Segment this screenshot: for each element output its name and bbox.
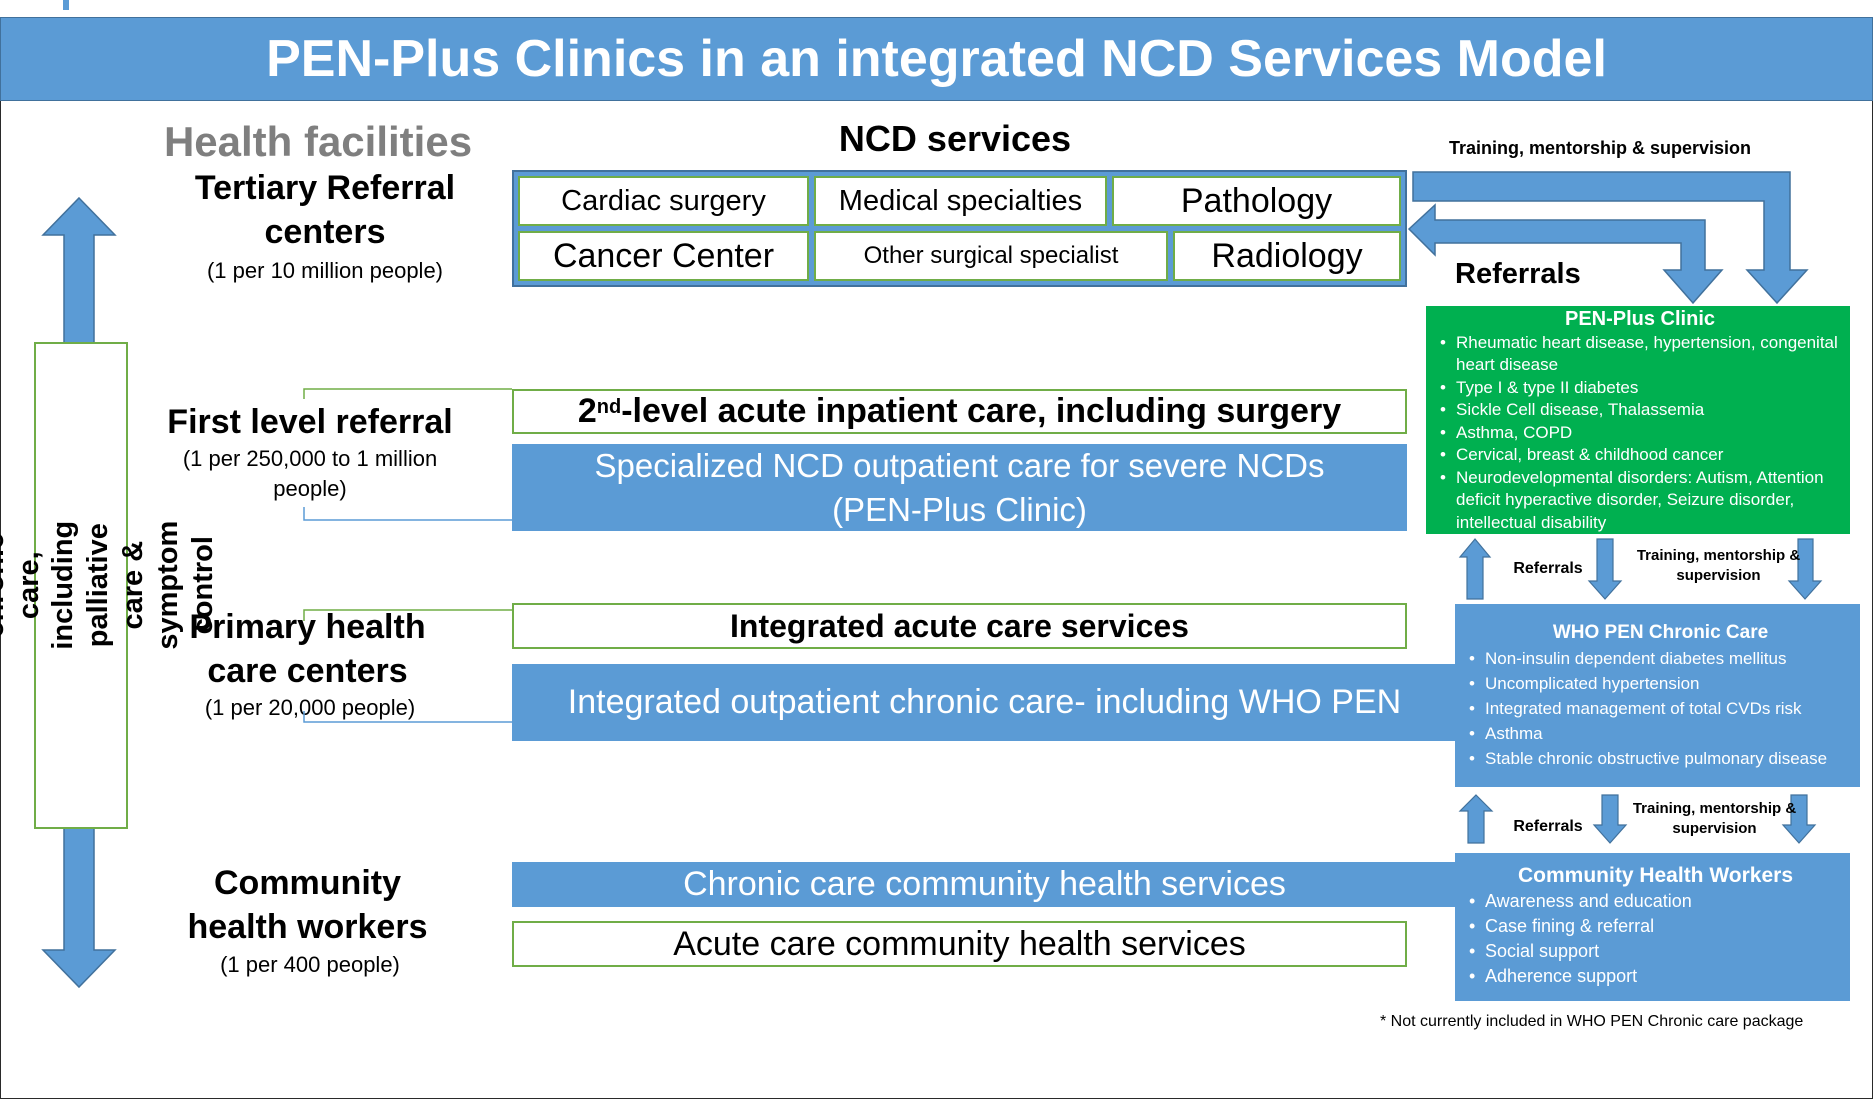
referrals-connector-lower: Referrals xyxy=(1513,818,1583,835)
level-ratio-first-referral: (1 per 250,000 to 1 million people) xyxy=(182,446,438,501)
pen-plus-item: Neurodevelopmental disorders: Autism, At… xyxy=(1440,467,1840,535)
integrated-outpatient-chronic-care: Integrated outpatient chronic care- incl… xyxy=(512,664,1457,741)
chw-title: Community Health Workers xyxy=(1518,864,1793,887)
referrals-connector-upper: Referrals xyxy=(1513,560,1583,577)
chw-item: Awareness and education xyxy=(1469,889,1842,914)
chw-item: Social support xyxy=(1469,939,1842,964)
level-name-tertiary: Tertiary Referral centers xyxy=(194,169,456,252)
community-health-workers-box: Community Health Workers Awareness and e… xyxy=(1455,853,1850,1001)
level-name-first-referral: First level referral xyxy=(167,403,453,441)
acute-care-superscript: nd xyxy=(596,396,622,418)
connector-arrows-lower xyxy=(1458,794,1817,844)
acute-care-text: -level acute inpatient care, including s… xyxy=(621,392,1342,430)
service-other-surgical: Other surgical specialist xyxy=(814,231,1168,281)
level-ratio-tertiary: (1 per 10 million people) xyxy=(206,258,444,283)
top-bent-arrows xyxy=(1407,171,1809,305)
side-label-box: Integrated chronic care, including palli… xyxy=(0,342,218,829)
who-pen-title: WHO PEN Chronic Care xyxy=(1552,622,1769,643)
specialized-ncd-outpatient: Specialized NCD outpatient care for seve… xyxy=(512,444,1407,531)
pen-plus-item: Cervical, breast & childhood cancer xyxy=(1440,444,1840,467)
training-connector-upper: Training, mentorship & supervision xyxy=(1636,547,1801,584)
who-pen-item: Uncomplicated hypertension xyxy=(1469,671,1852,696)
top-edge-mark xyxy=(63,0,69,10)
training-connector-lower: Training, mentorship & supervision xyxy=(1632,800,1797,837)
health-facilities-header: Health facilities xyxy=(163,118,473,165)
service-cancer-center: Cancer Center xyxy=(518,231,809,281)
level-ratio-community: (1 per 400 people) xyxy=(220,952,400,977)
integrated-acute-care: Integrated acute care services xyxy=(512,603,1407,649)
level-name-primary: Primary health care centers xyxy=(189,608,426,691)
pen-plus-item: Type I & type II diabetes xyxy=(1440,377,1840,400)
pen-plus-item: Sickle Cell disease, Thalassemia xyxy=(1440,399,1840,422)
acute-care-prefix: 2 xyxy=(577,392,597,430)
pen-plus-title: PEN-Plus Clinic xyxy=(1564,308,1716,330)
who-pen-item: Non-insulin dependent diabetes mellitus xyxy=(1469,646,1852,671)
level-brackets xyxy=(303,388,512,723)
acute-care-community-services: Acute care community health services xyxy=(512,921,1407,967)
pen-plus-item: Rheumatic heart disease, hypertension, c… xyxy=(1440,332,1840,377)
footnote: * Not currently included in WHO PEN Chro… xyxy=(1380,1013,1804,1030)
pen-plus-item: Asthma, COPD xyxy=(1440,422,1840,445)
ncd-services-header: NCD services xyxy=(838,118,1072,159)
level-name-community: Community health workers xyxy=(187,864,428,947)
outpatient-line-2: (PEN-Plus Clinic) xyxy=(832,491,1087,528)
service-pathology: Pathology xyxy=(1112,176,1401,226)
service-radiology: Radiology xyxy=(1173,231,1401,281)
referrals-top-label: Referrals xyxy=(1455,258,1581,290)
chw-item: Case fining & referral xyxy=(1469,914,1842,939)
service-medical-specialties: Medical specialties xyxy=(814,176,1107,226)
level-ratio-primary: (1 per 20,000 people) xyxy=(204,695,416,720)
training-mentorship-top-label: Training, mentorship & supervision xyxy=(1448,138,1752,158)
who-pen-item: Stable chronic obstructive pulmonary dis… xyxy=(1469,746,1852,771)
outpatient-line-1: Specialized NCD outpatient care for seve… xyxy=(594,447,1325,484)
who-pen-chronic-care-box: WHO PEN Chronic Care Non-insulin depende… xyxy=(1455,604,1860,787)
service-cardiac-surgery: Cardiac surgery xyxy=(518,176,809,226)
chw-item: Adherence support xyxy=(1469,964,1842,989)
who-pen-item: Asthma xyxy=(1469,721,1852,746)
connector-arrows-upper xyxy=(1458,538,1823,600)
chronic-care-community-services: Chronic care community health services xyxy=(512,862,1457,907)
pen-plus-clinic-box: PEN-Plus Clinic Rheumatic heart disease,… xyxy=(1426,306,1850,534)
page-title: PEN-Plus Clinics in an integrated NCD Se… xyxy=(0,17,1873,101)
who-pen-item: Integrated management of total CVDs risk xyxy=(1469,696,1852,721)
